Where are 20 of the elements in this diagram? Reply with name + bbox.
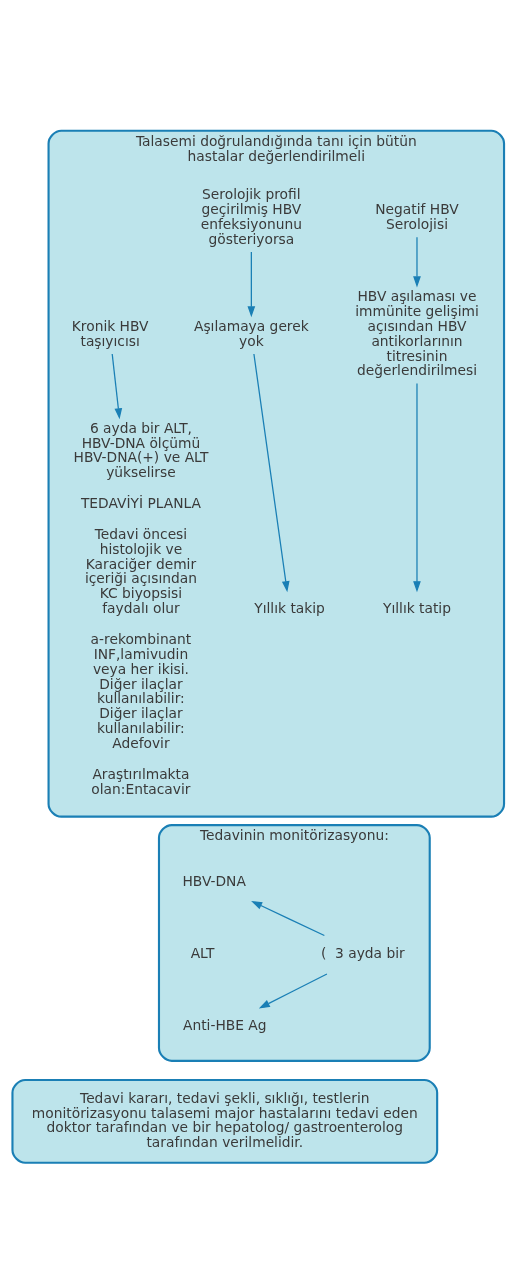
node-text: ( 3 ayda bir: [320, 944, 405, 961]
node-text: HBV-DNA: [182, 872, 246, 889]
node-text: Negatif HBV Serolojisi: [375, 200, 459, 232]
arrow: [247, 250, 256, 317]
node-text: Yıllık tatip: [382, 599, 451, 616]
arrow: [413, 382, 421, 592]
arrow: [258, 972, 328, 1009]
arrow: [111, 352, 123, 419]
node-text: Anti-HBE Ag: [183, 1016, 267, 1033]
node-text: Serolojik profil geçirilmiş HBV enfeksiyonunu gösteriyorsa: [200, 185, 302, 247]
node-text: Kronik HBV taşıyıcısı: [71, 317, 149, 349]
node-text: HBV aşılaması ve immünite gelişimi açısından HBV antikorlarının titresinin değerlendirilmesi: [355, 287, 479, 378]
node-box: Tedavi kararı, tedavi şekli, sıklığı, testlerin monitörizasyonu talasemi major hastalarını tedavi eden doktor tarafından ve bir hepatolog/ gastroenterolog tarafından verilmelidir.: [11, 1078, 439, 1164]
node-text: 6 ayda bir ALT, HBV-DNA ölçümü HBV-DNA(+) ve ALT yükselirse TEDAVİYİ PLANLA Tedavi öncesi histolojik ve Karaciğer demir içeriği açısından KC biyopsisi faydalı olur a-rekombinant INF,lamivudin veya her ikisi. Diğer ilaçlar kullanılabilir: Diğer ilaçlar kullanılabilir: Adefovir Araştırılmakta olan:Entacavir: [73, 419, 209, 797]
node-text: Yıllık takip: [254, 599, 325, 616]
arrow: [413, 236, 421, 287]
node-text: Aşılamaya gerek yok: [193, 317, 309, 349]
arrow: [251, 900, 325, 936]
arrow: [253, 352, 290, 592]
node-text: ALT: [190, 944, 215, 961]
